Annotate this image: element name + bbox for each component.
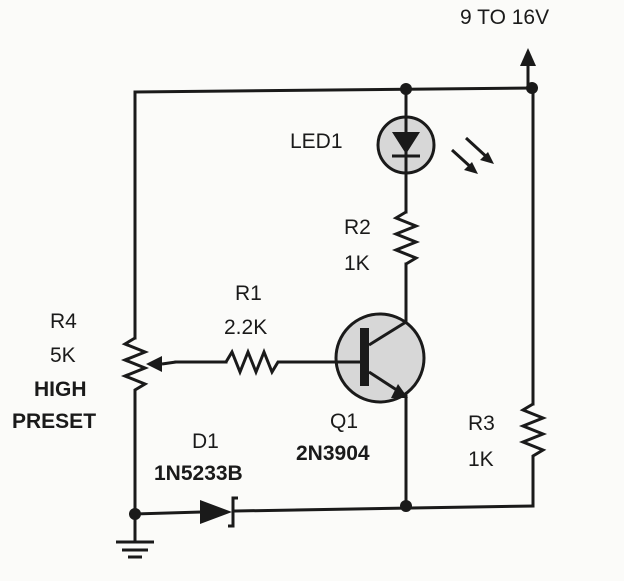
ground-icon [116,540,154,559]
bottom-rail-right-wire [234,504,535,513]
r1-label: R1 [235,282,262,305]
r4-wiper-arrow-icon [146,356,162,372]
r1-value: 2.2K [224,316,267,339]
r4-potentiometer-symbol [120,336,177,396]
light-emission-arrows-icon [450,136,494,174]
junction-dot [400,83,412,95]
supply-arrow-icon [520,48,536,66]
d1-zener-bar [228,496,238,528]
d1-part-number: 1N5233B [154,462,243,485]
d1-label: D1 [192,430,219,453]
wires [133,56,535,544]
r3-resistor-icon [518,402,548,462]
d1-zener-diode-symbol [200,496,238,528]
junction-dot [129,508,141,520]
led1-symbol [376,115,494,175]
supply-voltage-label: 9 TO 16V [460,6,549,29]
q1-emitter-arrow-icon [391,384,408,398]
led1-diode-icon [392,132,420,154]
r2-value: 1K [344,252,370,275]
r4-desc-line2: PRESET [12,410,96,433]
r4-value: 5K [50,344,76,367]
q1-collector-lead [368,320,407,347]
q1-base-bar [360,328,369,386]
bottom-rail-wire [133,510,202,516]
r3-value: 1K [468,448,494,471]
r4-desc-line1: HIGH [34,378,87,401]
q1-part-number: 2N3904 [296,442,370,465]
r2-resistor-icon [391,210,421,266]
d1-diode-icon [200,500,232,524]
q1-label: Q1 [330,410,358,433]
q1-transistor-symbol [330,312,426,404]
led1-label: LED1 [290,130,343,153]
top-rail-wire [133,86,535,94]
junction-dot [526,82,538,94]
junctions [129,82,538,520]
q1-body [334,312,426,404]
r4-wiper-lead [161,360,177,366]
r2-label: R2 [344,216,371,239]
r1-resistor-icon [224,347,282,377]
r3-label: R3 [468,412,495,435]
r4-label: R4 [50,310,77,333]
r4-resistor-icon [120,336,150,396]
junction-dot [400,500,412,512]
